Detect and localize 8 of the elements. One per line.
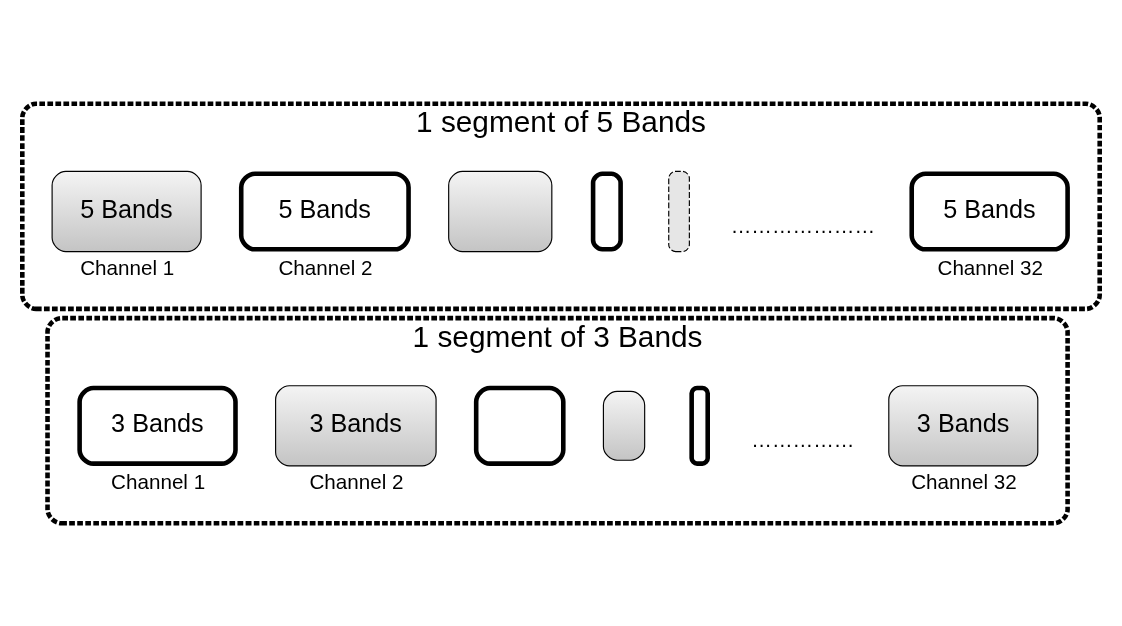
label: ………………… <box>730 213 876 237</box>
node-label: Channel 32 <box>937 255 1044 279</box>
node-label: Channel 2 <box>278 255 373 279</box>
node-label: Channel 1 <box>80 255 175 279</box>
node-label: Channel 1 <box>111 469 206 493</box>
node-label: Channel 2 <box>309 469 404 493</box>
node-label: Channel 32 <box>911 469 1017 493</box>
label: …………… <box>751 427 855 451</box>
